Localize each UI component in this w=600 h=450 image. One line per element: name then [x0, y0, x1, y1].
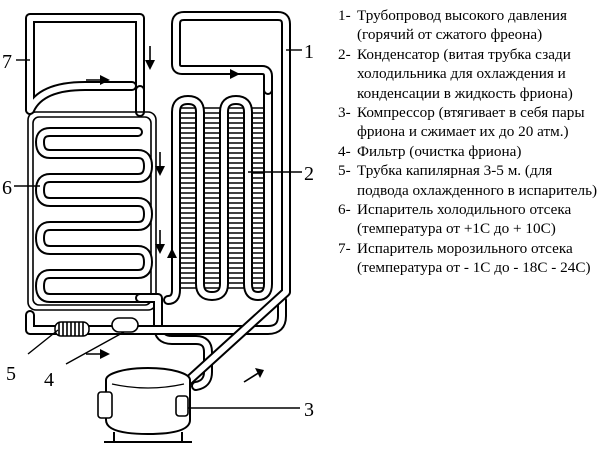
legend-text: Компрессор (втягивает в себя пары фриона… — [357, 104, 585, 141]
legend-item-3: 3- Компрессор (втягивает в себя пары фрио… — [338, 103, 598, 142]
callout-1: 1 — [304, 41, 314, 63]
filter-icon — [111, 317, 139, 333]
callout-6: 6 — [2, 177, 12, 199]
compressor-icon — [97, 367, 192, 443]
legend-number: 2- — [338, 45, 351, 63]
legend-text: Испаритель морозильного отсека (температ… — [357, 239, 591, 277]
legend-item-2: 2- Конденсатор (витая трубка сзади холоди… — [338, 45, 598, 103]
legend-text: Испаритель холодильного отсека (температ… — [357, 201, 572, 238]
freezer-evaporator — [25, 13, 145, 117]
arrow-icon — [86, 349, 110, 359]
legend-number: 4- — [338, 142, 351, 160]
capillary-filter-line — [25, 295, 287, 337]
callout-5: 5 — [6, 363, 16, 385]
legend-item-7: 7- Испаритель морозильного отсека (темпер… — [338, 239, 598, 278]
high-pressure-line — [171, 11, 291, 397]
flow-arrows — [86, 46, 264, 383]
arrow-icon — [86, 75, 110, 85]
callout-2: 2 — [304, 163, 314, 185]
arrow-icon — [145, 46, 155, 70]
condenser — [163, 85, 273, 305]
legend-text: Трубка капилярная 3-5 м. (для подвода ох… — [357, 162, 598, 199]
legend-item-4: 4- Фильтр (очистка фриона) — [338, 142, 598, 161]
legend-text: Фильтр (очистка фриона) — [357, 142, 522, 160]
legend-text: Конденсатор (витая трубка сзади холодиль… — [357, 45, 573, 102]
arrow-icon — [243, 368, 264, 383]
callout-7: 7 — [2, 51, 12, 73]
legend-item-6: 6- Испаритель холодильного отсека (темпер… — [338, 200, 598, 239]
callout-4: 4 — [44, 369, 54, 391]
legend: 1- Трубопровод высокого давления (горячий… — [338, 6, 598, 278]
legend-number: 7- — [338, 239, 351, 257]
arrow-icon — [155, 152, 165, 176]
leader-lines — [14, 49, 302, 409]
legend-number: 5- — [338, 162, 351, 180]
legend-number: 3- — [338, 104, 351, 122]
legend-text: Трубопровод высокого давления (горячий о… — [357, 7, 568, 44]
capillary-coil-icon — [54, 321, 90, 337]
legend-item-5: 5- Трубка капилярная 3-5 м. (для подвода … — [338, 161, 598, 200]
legend-item-1: 1- Трубопровод высокого давления (горячий… — [338, 6, 598, 45]
legend-number: 6- — [338, 201, 351, 219]
callout-3: 3 — [304, 399, 314, 421]
legend-number: 1- — [338, 7, 351, 24]
arrow-icon — [167, 248, 177, 272]
fridge-evaporator — [27, 111, 157, 311]
arrow-icon — [214, 69, 240, 79]
arrow-icon — [155, 230, 165, 254]
